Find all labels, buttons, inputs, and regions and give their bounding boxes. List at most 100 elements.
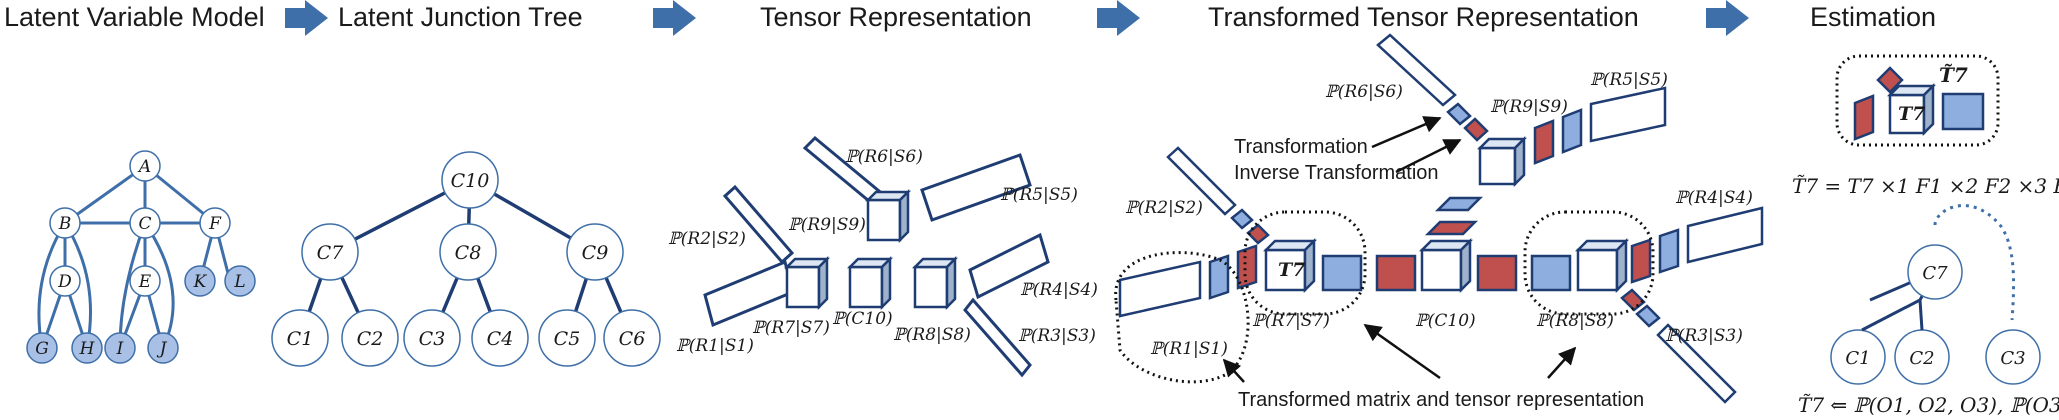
ljt-nodes: C10 C7 C8 C9 C1 C2 C3 C4 C5 C6 — [271, 151, 661, 367]
t-label-R9S9: ℙ(R9|S9) — [1490, 97, 1568, 117]
est-label-tilde-T7: T̃7 — [1939, 63, 1968, 87]
svg-text:C8: C8 — [455, 242, 482, 264]
label-R9S9: ℙ(R9|S9) — [788, 215, 866, 235]
cube-R9S9 — [864, 188, 912, 244]
svg-text:C7: C7 — [1922, 263, 1948, 284]
svg-text:L: L — [233, 272, 245, 292]
stage-arrows — [285, 0, 1749, 36]
label-R4S4: ℙ(R4|S4) — [1020, 280, 1098, 300]
lvm-node-G: G — [26, 332, 58, 364]
lvm-node-B: B — [49, 207, 81, 239]
ljt-node-C7: C7 — [301, 223, 359, 281]
ljt-node-C8: C8 — [439, 223, 497, 281]
svg-text:C2: C2 — [357, 328, 384, 350]
svg-text:J: J — [157, 339, 168, 359]
t-labels: ℙ(R6|S6) ℙ(R9|S9) ℙ(R5|S5) ℙ(R2|S2) ℙ(R4… — [1125, 70, 1753, 359]
svg-text:C: C — [138, 214, 151, 234]
t-label-R8S8: ℙ(R8|S8) — [1536, 311, 1614, 331]
t-label-T7: T7 — [1278, 259, 1305, 281]
t-matrix-R2S2 — [1166, 146, 1237, 216]
t-cube-C10 — [1418, 237, 1474, 294]
ljt-node-C3: C3 — [403, 309, 461, 367]
t-label-R1S1: ℙ(R1|S1) — [1150, 339, 1228, 359]
svg-text:C10: C10 — [451, 170, 490, 192]
lvm-node-C: C — [129, 207, 161, 239]
label-R2S2: ℙ(R2|S2) — [668, 229, 746, 249]
stage-arrow-icon — [285, 0, 328, 36]
label-R3S3: ℙ(R3|S3) — [1018, 326, 1096, 346]
t-label-R2S2: ℙ(R2|S2) — [1125, 198, 1203, 218]
label-C10: ℙ(C10) — [832, 309, 893, 329]
t-matrix-R1S1 — [1118, 260, 1202, 318]
matrix-R1S1 — [703, 259, 795, 328]
t-label-R5S5: ℙ(R5|S5) — [1590, 70, 1668, 90]
est-bottom-formula: T̃7 ⇐ ℙ(O1, O2, O3), ℙ(O3, O1) — [1798, 393, 2059, 417]
svg-text:H: H — [79, 339, 96, 359]
t-annotations: Transformation Inverse Transformation Tr… — [1234, 136, 1644, 411]
estimation-dotted-box — [1835, 54, 2000, 147]
label-R8S8: ℙ(R8|S8) — [893, 325, 971, 345]
svg-text:D: D — [57, 272, 72, 292]
svg-text:K: K — [193, 272, 208, 292]
t-label-R4S4: ℙ(R4|S4) — [1675, 188, 1753, 208]
est-cube-T7 — [1886, 82, 1937, 137]
t-label-R7S7: ℙ(R7|S7) — [1252, 311, 1330, 331]
matrix-R5S5 — [920, 153, 1032, 222]
label-R7S7: ℙ(R7|S7) — [752, 318, 830, 338]
t-cube-T7 — [1262, 237, 1318, 294]
annotation-transformation: Transformation — [1234, 136, 1368, 158]
matrix-R2S2 — [722, 184, 795, 265]
lvm-node-L: L — [224, 265, 256, 297]
ljt-node-C6: C6 — [603, 309, 661, 367]
svg-text:C9: C9 — [582, 242, 609, 264]
lvm-nodes: A B C F D E K L G H I J — [26, 150, 256, 364]
tensor-representation — [703, 135, 1050, 378]
annotation-caption: Transformed matrix and tensor representa… — [1238, 389, 1644, 411]
stage-arrow-icon — [1097, 0, 1140, 36]
svg-text:C1: C1 — [1845, 348, 1870, 369]
estimation: T7 T̃7 T̃7 = T7 ×1 F1 ×2 F2 ×3 F3−1 C7 C… — [1792, 54, 2059, 417]
t-label-R6S6: ℙ(R6|S6) — [1325, 82, 1403, 102]
t-block-blue — [1446, 102, 1472, 126]
svg-text:C1: C1 — [287, 328, 314, 350]
annotation-inverse-transformation: Inverse Transformation — [1234, 162, 1439, 184]
est-tree: C7 C1 C2 C3 — [1830, 244, 2041, 385]
t-label-R3S3: ℙ(R3|S3) — [1665, 326, 1743, 346]
latent-variable-model — [37, 164, 232, 349]
stage-title-transformed-tensor: Transformed Tensor Representation — [1208, 2, 1639, 32]
est-node-C3: C3 — [1985, 329, 2041, 385]
lvm-node-J: J — [147, 332, 179, 364]
ljt-node-C4: C4 — [471, 309, 529, 367]
stage-title-latent-junction-tree: Latent Junction Tree — [338, 2, 583, 32]
svg-text:B: B — [58, 214, 72, 234]
svg-text:C5: C5 — [554, 328, 581, 350]
svg-text:A: A — [137, 157, 151, 177]
lvm-node-A: A — [129, 150, 161, 182]
tensor-cubes — [783, 188, 959, 311]
svg-text:C2: C2 — [1909, 348, 1934, 369]
stage-title-tensor-representation: Tensor Representation — [760, 2, 1032, 32]
ljt-node-C5: C5 — [538, 309, 596, 367]
est-node-C1: C1 — [1830, 329, 1886, 385]
stage-arrow-icon — [653, 0, 696, 36]
ljt-node-C2: C2 — [341, 309, 399, 367]
est-label-T7: T7 — [1898, 103, 1925, 125]
stage-title-estimation: Estimation — [1810, 2, 1937, 32]
cube-R8S8 — [911, 255, 959, 311]
lvm-node-H: H — [71, 332, 103, 364]
t-matrix-R3S3 — [1656, 323, 1737, 404]
t-dotted-groups — [1114, 210, 1655, 384]
lvm-node-E: E — [129, 265, 161, 297]
label-R1S1: ℙ(R1|S1) — [676, 336, 754, 356]
est-node-C2: C2 — [1894, 329, 1950, 385]
cube-C10 — [846, 255, 894, 311]
svg-text:C4: C4 — [487, 328, 514, 350]
lvm-node-D: D — [49, 265, 81, 297]
svg-text:C3: C3 — [419, 328, 446, 350]
cube-R7S7 — [783, 255, 831, 311]
t-block-red — [1463, 117, 1489, 142]
svg-text:C7: C7 — [317, 242, 345, 264]
ljt-node-C10: C10 — [441, 151, 499, 209]
stage-title-latent-variable-model: Latent Variable Model — [4, 2, 265, 32]
lvm-node-I: I — [104, 332, 136, 364]
